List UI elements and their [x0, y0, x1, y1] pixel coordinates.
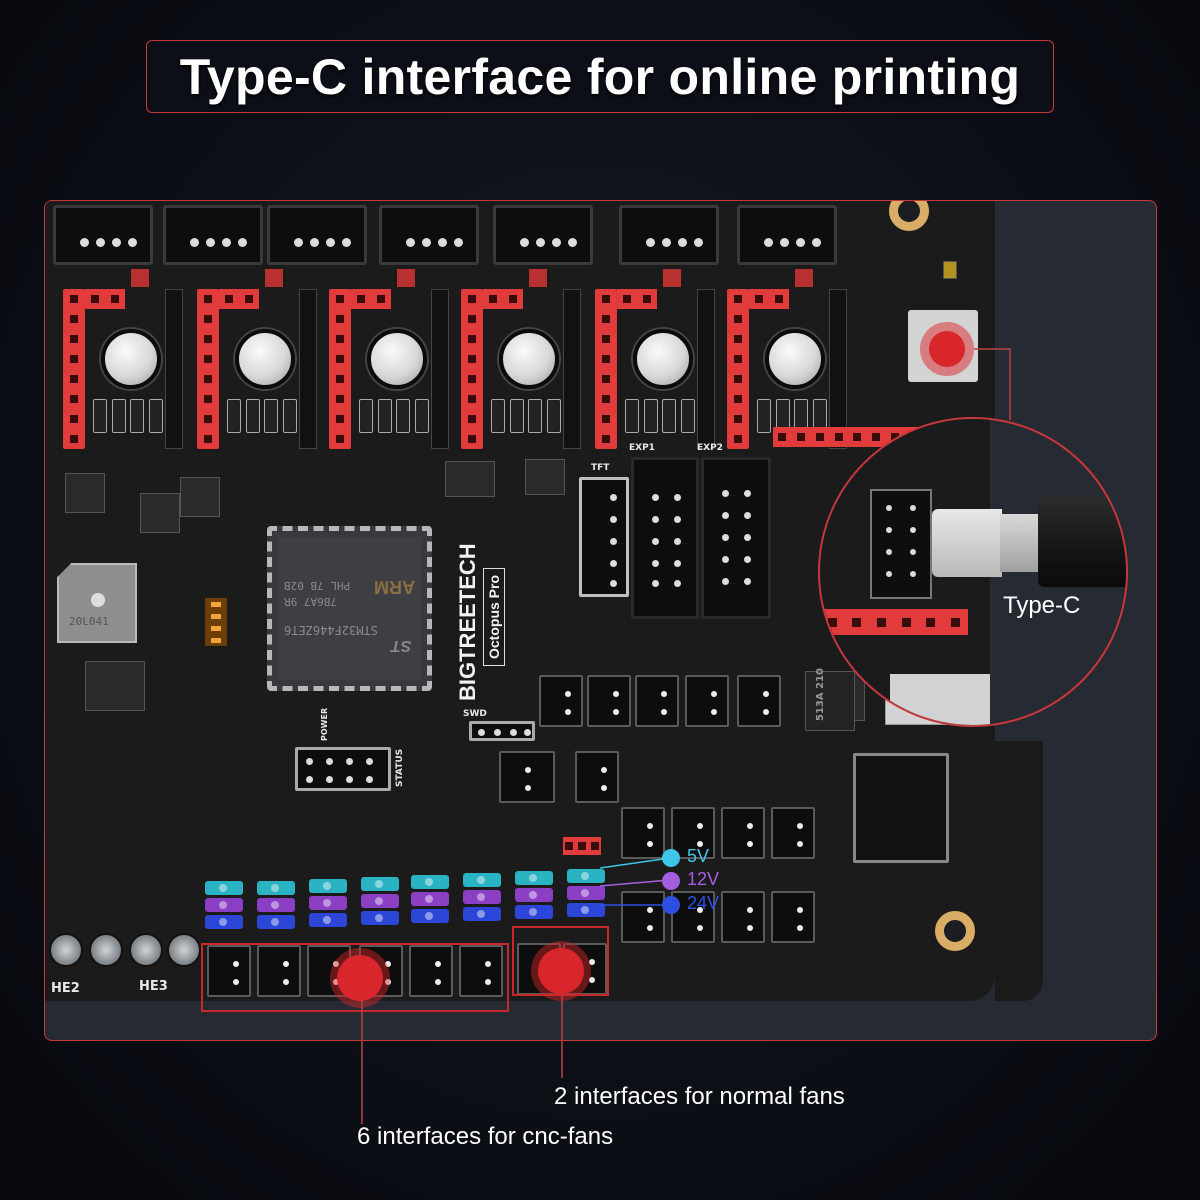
type-c-label: Type-C — [1003, 592, 1081, 619]
ic-chip — [65, 473, 105, 513]
label-24v: 24V — [687, 893, 720, 913]
model-label: Octopus Pro — [483, 567, 505, 666]
red-jumper — [563, 837, 601, 855]
pcb-board: 20L041 ARM PHL 7B 02B 7B6A7 9R STM32F446… — [45, 201, 995, 1001]
label-5v: 5V — [687, 846, 710, 866]
capacitor — [499, 329, 559, 389]
mount-hole — [889, 201, 929, 231]
exp1-header — [631, 457, 699, 619]
swd-header — [469, 721, 535, 741]
motor-connector — [379, 205, 479, 265]
ic-chip — [445, 461, 495, 497]
status-header — [295, 747, 391, 791]
cnc-fans-marker — [337, 955, 383, 1001]
fan-connector — [575, 751, 619, 803]
motor-connector — [163, 205, 263, 265]
fan-voltage-jumper — [463, 873, 501, 924]
capacitor — [101, 329, 161, 389]
tft-header — [579, 477, 629, 597]
dip-switch — [205, 598, 227, 646]
heater-terminal — [129, 933, 163, 967]
normal-fans-highlight — [512, 926, 609, 996]
stepper-driver-socket — [595, 249, 715, 449]
fan-voltage-jumper — [257, 881, 295, 932]
pcb-board-edge — [995, 741, 1043, 1001]
stepper-driver-socket — [63, 249, 183, 449]
cnc-fan-connector — [459, 945, 503, 997]
heater-terminal — [49, 933, 83, 967]
5v-indicator-icon — [662, 849, 680, 867]
fan-connector — [685, 675, 729, 727]
endstop-connector — [721, 807, 765, 859]
usb-c-cable — [1038, 497, 1126, 587]
ic-chip — [85, 661, 145, 711]
endstop-connector — [671, 807, 715, 859]
stepper-driver-socket — [727, 249, 847, 449]
stepper-driver-socket — [197, 249, 317, 449]
cnc-fans-highlight — [201, 943, 509, 1012]
endstop-connector — [621, 891, 665, 943]
capacitor — [633, 329, 693, 389]
mcu-chip: ARM PHL 7B 02B 7B6A7 9R STM32F446ZET6 ST — [267, 526, 432, 691]
capacitor — [765, 329, 825, 389]
capacitor — [367, 329, 427, 389]
normal-fans-caption: 2 interfaces for normal fans — [554, 1083, 845, 1110]
buzzer: 20L041 — [57, 563, 137, 643]
magnified-usb-c-port — [932, 509, 1002, 577]
cnc-fan-connector — [409, 945, 453, 997]
normal-fans-marker — [538, 948, 584, 994]
fan-voltage-jumper — [411, 875, 449, 926]
fan-connector — [737, 675, 781, 727]
title-banner: Type-C interface for online printing — [146, 40, 1054, 113]
fan-connector — [587, 675, 631, 727]
motor-connector — [619, 205, 719, 265]
magnified-header — [870, 489, 932, 599]
fan-voltage-jumper — [515, 871, 553, 922]
ic-chip — [180, 477, 220, 517]
usb-highlight-dot — [929, 331, 965, 367]
cnc-fans-caption: 6 interfaces for cnc-fans — [357, 1123, 614, 1150]
boot-button[interactable] — [943, 261, 957, 279]
endstop-connector — [771, 891, 815, 943]
rj-connector — [853, 753, 949, 863]
exp2-header — [701, 457, 771, 619]
fan-connector — [635, 675, 679, 727]
usb-c-plug — [1000, 514, 1040, 572]
24v-indicator-icon — [662, 896, 680, 914]
label-12v: 12V — [687, 869, 720, 889]
stepper-driver-socket — [329, 249, 449, 449]
fan-voltage-jumper — [567, 869, 605, 920]
motor-connector — [267, 205, 367, 265]
motor-connector — [53, 205, 153, 265]
ic-chip — [525, 459, 565, 495]
endstop-connector — [771, 807, 815, 859]
brand-label: BIGTREETECH — [455, 543, 480, 701]
fan-connector — [539, 675, 583, 727]
ic-chip — [140, 493, 180, 533]
cnc-fan-connector — [257, 945, 301, 997]
fan-voltage-jumper — [309, 879, 347, 930]
fan-voltage-jumper — [361, 877, 399, 928]
motor-connector — [737, 205, 837, 265]
fan-voltage-jumper — [205, 881, 243, 932]
fan-connector — [499, 751, 555, 803]
heater-terminal — [167, 933, 201, 967]
type-c-magnifier — [818, 417, 1128, 727]
endstop-connector — [621, 807, 665, 859]
endstop-connector — [721, 891, 765, 943]
capacitor — [235, 329, 295, 389]
stepper-driver-socket — [461, 249, 581, 449]
cnc-fan-connector — [207, 945, 251, 997]
page-title: Type-C interface for online printing — [179, 48, 1021, 105]
heater-terminal — [89, 933, 123, 967]
mount-hole — [935, 911, 975, 951]
motor-connector — [493, 205, 593, 265]
12v-indicator-icon — [662, 872, 680, 890]
